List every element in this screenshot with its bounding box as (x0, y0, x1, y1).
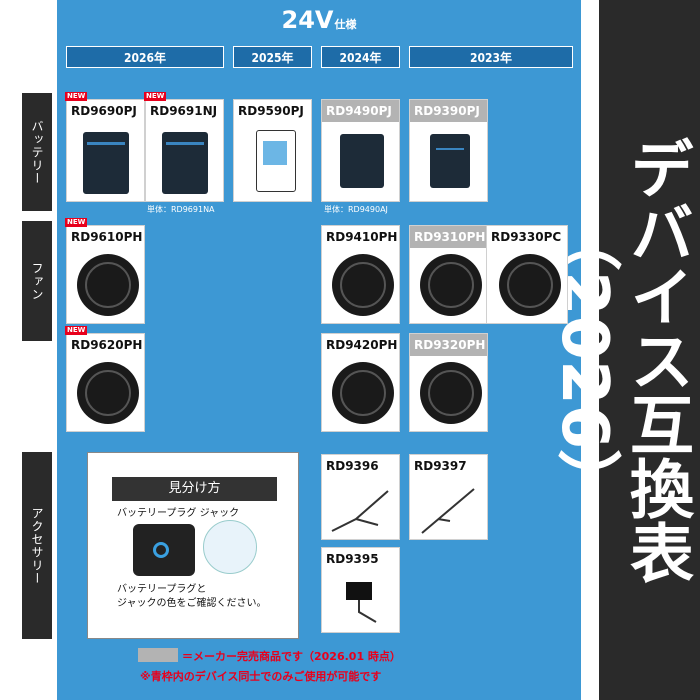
year-2024: 2024年 (321, 46, 400, 68)
model-name: RD9590PJ (238, 104, 304, 118)
new-badge: NEW (65, 326, 88, 335)
jack-image (203, 520, 257, 574)
accessory-card[interactable]: RD9396 (321, 454, 400, 540)
battery-card[interactable]: RD9390PJ (409, 99, 488, 202)
year-2023: 2023年 (409, 46, 573, 68)
fan-card[interactable]: RD9610PH NEW (65, 218, 145, 324)
category-fan: ファン (22, 221, 52, 341)
compat-note: ※青枠内のデバイス同士でのみご使用が可能です (140, 670, 382, 683)
new-badge: NEW (65, 218, 88, 227)
legend-note: バッテリープラグとジャックの色をご確認ください。 (117, 584, 267, 609)
battery-image (430, 134, 470, 188)
year-2026: 2026年 (66, 46, 224, 68)
model-name: RD9330PC (491, 230, 562, 244)
cable-image (331, 490, 389, 532)
fan-image (499, 254, 561, 316)
category-accessory: アクセサリー (22, 452, 52, 639)
model-name: RD9610PH (71, 230, 143, 244)
fan-image (420, 254, 482, 316)
fan-card[interactable]: RD9420PH (321, 333, 400, 432)
spec-title: 24V仕様 (281, 6, 357, 34)
battery-note: 単体：RD9691NA (147, 205, 215, 214)
title-block (599, 0, 700, 700)
adapter-image (346, 582, 377, 623)
model-name: RD9691NJ (150, 104, 218, 118)
model-name: RD9410PH (326, 230, 398, 244)
fan-image (420, 362, 482, 424)
fan-card[interactable]: RD9620PH NEW (65, 326, 145, 432)
fan-card[interactable]: RD9410PH (321, 225, 400, 324)
model-name: RD9390PJ (410, 100, 487, 122)
model-name: RD9396 (326, 459, 379, 473)
model-name: RD9690PJ (71, 104, 137, 118)
battery-card[interactable]: RD9690PJ NEW (65, 92, 145, 202)
new-badge: NEW (144, 92, 167, 101)
model-name: RD9310PH (410, 226, 487, 248)
battery-card[interactable]: RD9691NJ NEW (144, 92, 224, 202)
battery-image (256, 130, 296, 192)
fan-image (332, 254, 394, 316)
battery-card[interactable]: RD9590PJ (233, 99, 312, 202)
model-name: RD9395 (326, 552, 379, 566)
new-badge: NEW (65, 92, 88, 101)
year-2025: 2025年 (233, 46, 312, 68)
legend-labels: バッテリープラグ ジャック (117, 508, 240, 519)
accessory-card[interactable]: RD9397 (409, 454, 488, 540)
fan-card[interactable]: RD9330PC (486, 225, 568, 324)
model-name: RD9490PJ (322, 100, 399, 122)
model-name: RD9320PH (410, 334, 487, 356)
category-battery: バッテリー (22, 93, 52, 211)
battery-note: 単体：RD9490AJ (324, 205, 388, 214)
battery-image (162, 132, 208, 194)
plug-image (133, 524, 195, 576)
model-name: RD9620PH (71, 338, 143, 352)
fan-image (77, 362, 139, 424)
accessory-card[interactable]: RD9395 (321, 547, 400, 633)
model-name: RD9420PH (326, 338, 398, 352)
fan-image (77, 254, 139, 316)
discontinued-swatch (138, 648, 178, 662)
page-title: デバイス互換表（2026） (547, 136, 693, 584)
cable-image (421, 488, 475, 534)
model-name: RD9397 (414, 459, 467, 473)
battery-image (83, 132, 129, 194)
battery-card[interactable]: RD9490PJ (321, 99, 400, 202)
fan-card[interactable]: RD9320PH (409, 333, 488, 432)
battery-image (340, 134, 384, 188)
fan-card[interactable]: RD9310PH (409, 225, 488, 324)
discontinued-note: ＝メーカー完売商品です（2026.01 時点） (182, 650, 401, 663)
fan-image (332, 362, 394, 424)
legend-title: 見分け方 (112, 477, 277, 501)
